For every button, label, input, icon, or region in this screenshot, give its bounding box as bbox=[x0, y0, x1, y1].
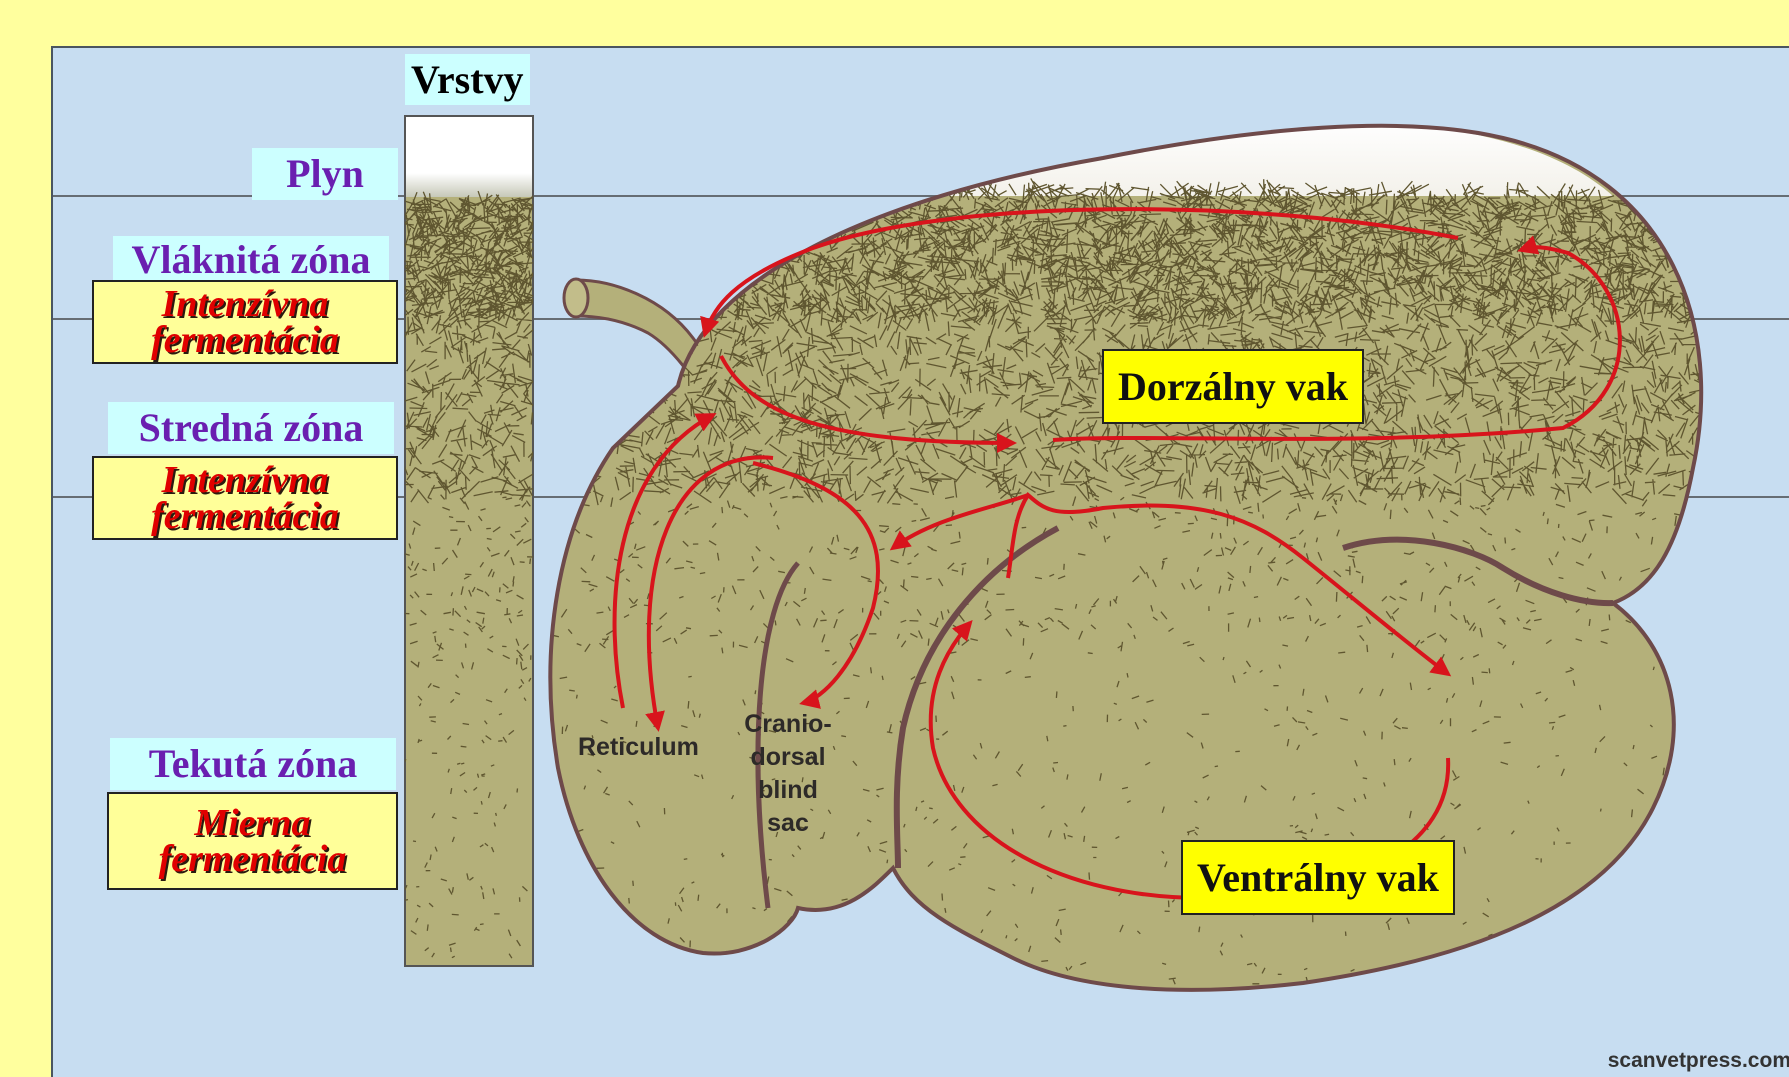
zone-liquid-label: Tekutá zóna bbox=[110, 738, 396, 790]
diagram-panel: Reticulum Cranio- dorsal blind sac scanv… bbox=[51, 46, 1789, 1077]
zone-middle-label: Stredná zóna bbox=[108, 402, 394, 454]
zone-fibrous-label: Vláknitá zóna bbox=[113, 236, 389, 284]
credit: scanvetpress.com bbox=[1608, 1049, 1789, 1073]
layer-column bbox=[397, 116, 540, 966]
fermentation-liquid-label: Mierna fermentácia bbox=[107, 792, 398, 890]
fermentation-fibrous-label: Intenzívna fermentácia bbox=[92, 280, 398, 364]
cranio-dorsal-line-4: sac bbox=[729, 807, 847, 840]
cranio-dorsal-blind-sac-label: Cranio- dorsal blind sac bbox=[729, 708, 847, 840]
reticulum-label: Reticulum bbox=[578, 731, 699, 764]
layers-title: Vrstvy bbox=[405, 54, 530, 105]
ventral-sac-label: Ventrálny vak bbox=[1181, 840, 1455, 915]
cranio-dorsal-line-3: blind bbox=[729, 774, 847, 807]
zone-gas-label: Plyn bbox=[252, 148, 398, 200]
rumen-body bbox=[542, 120, 1722, 1000]
cranio-dorsal-line-2: dorsal bbox=[729, 741, 847, 774]
fermentation-middle-label: Intenzívna fermentácia bbox=[92, 456, 398, 540]
cranio-dorsal-line-1: Cranio- bbox=[729, 708, 847, 741]
rumen-diagram bbox=[53, 48, 1789, 1077]
dorsal-sac-label: Dorzálny vak bbox=[1102, 349, 1364, 424]
